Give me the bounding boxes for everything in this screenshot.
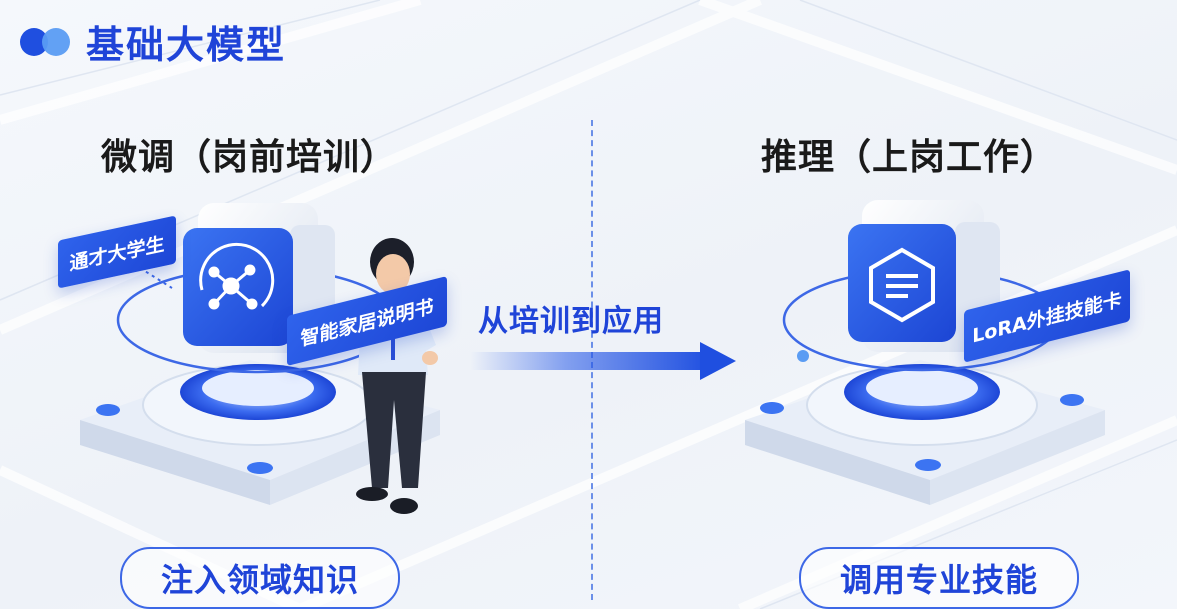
inject-knowledge-pill: 注入领域知识 bbox=[120, 547, 400, 609]
hexagon-document-icon bbox=[869, 247, 935, 323]
call-skills-pill: 调用专业技能 bbox=[799, 547, 1079, 609]
header: 基础大模型 bbox=[20, 14, 286, 69]
fine-tuning-heading: 微调（岗前培训） bbox=[101, 137, 398, 178]
network-nodes-icon bbox=[199, 242, 275, 310]
flow-label: 从培训到应用 bbox=[478, 304, 664, 339]
double-dot-icon bbox=[20, 22, 78, 62]
inference-heading: 推理（上岗工作） bbox=[761, 137, 1058, 178]
right-platform bbox=[745, 360, 1105, 505]
right-model-chip bbox=[848, 200, 1000, 352]
flow-arrow-shaft bbox=[470, 352, 710, 370]
orbit-node bbox=[797, 350, 809, 362]
left-model-chip bbox=[183, 203, 335, 353]
arrow-right-icon bbox=[700, 342, 736, 380]
page-title: 基础大模型 bbox=[86, 23, 287, 67]
left-platform bbox=[80, 360, 440, 505]
